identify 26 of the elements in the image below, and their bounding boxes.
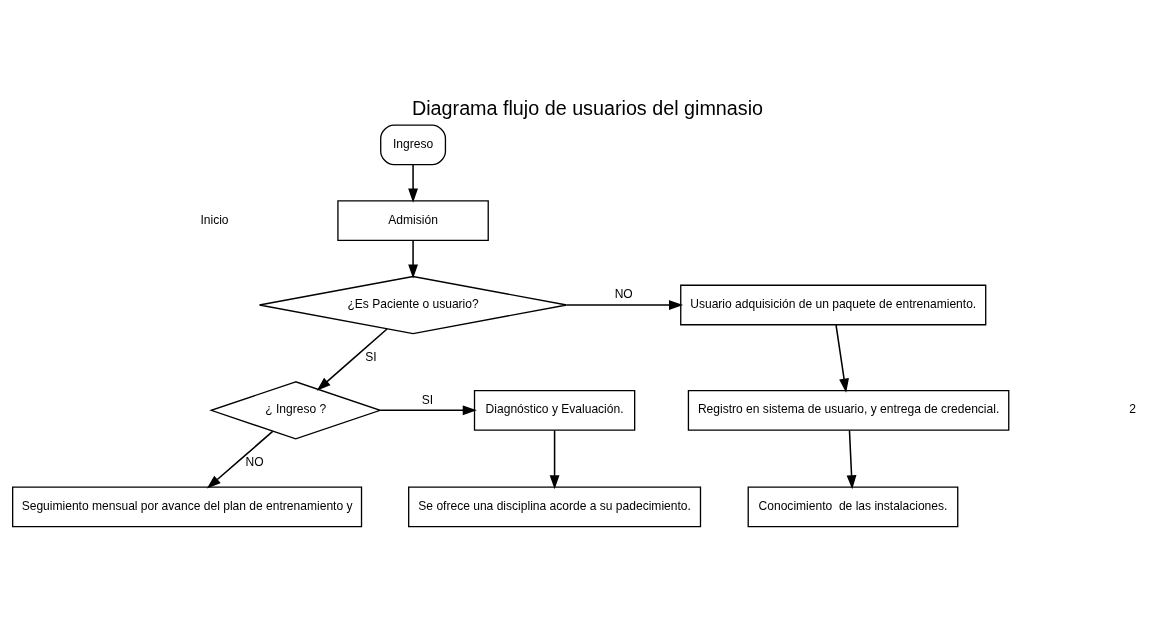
arrow <box>846 429 857 489</box>
node-box: Ingreso <box>380 123 447 165</box>
edge-label: NO <box>614 286 633 301</box>
node-diamond: ¿ Ingreso ? <box>209 380 383 440</box>
arrow <box>408 239 418 279</box>
node-box: Registro en sistema de usuario, y entrega de credencial. <box>687 389 1010 431</box>
node-diamond: ¿Es Paciente o usuario? <box>258 275 568 334</box>
edge-label: NO <box>245 454 264 469</box>
arrow <box>549 429 560 489</box>
label: 2 <box>1129 401 1137 416</box>
diagram-title: Diagrama flujo de usuarios del gimnasio <box>411 96 764 119</box>
node-box: Se ofrece una disciplina acorde a su padecimiento. <box>408 485 702 527</box>
arrow <box>206 430 274 489</box>
node-box: Admisión <box>337 199 489 241</box>
node-box: Conocimiento de las instalaciones. <box>747 485 959 527</box>
edge-label: SI <box>365 349 377 364</box>
label: Inicio <box>200 212 229 227</box>
arrow <box>835 323 849 393</box>
arrow <box>379 404 477 415</box>
arrow <box>408 163 418 203</box>
node-box: Diagnóstico y Evaluación. <box>473 389 636 431</box>
edge-label: SI <box>421 392 434 407</box>
node-box: Usuario adquisición de un paquete de entrenamiento. <box>680 284 987 325</box>
arrow <box>566 299 684 310</box>
arrow <box>316 327 388 391</box>
node-box: Seguimiento mensual por avance del plan de entrenamiento y <box>12 485 363 527</box>
